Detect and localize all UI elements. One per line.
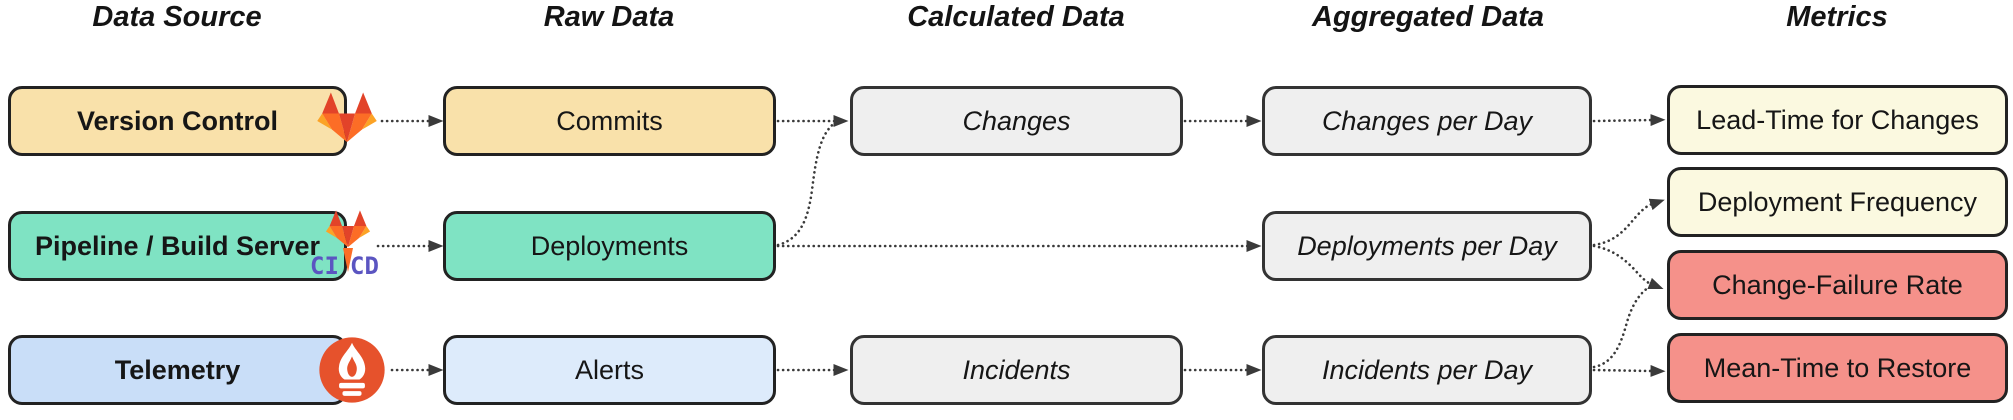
column-header-aggregated-data: Aggregated Data — [1311, 1, 1545, 33]
edge-deployments-per-day-change-failure-rate — [1592, 244, 1664, 290]
node-pipeline-build-server: Pipeline / Build Server — [8, 211, 347, 281]
node-lead-time-for-changes: Lead-Time for Changes — [1667, 85, 2008, 155]
node-changes: Changes — [850, 86, 1183, 156]
node-incidents: Incidents — [850, 335, 1183, 405]
node-commits: Commits — [443, 86, 776, 156]
column-header-metrics: Metrics — [1786, 1, 1888, 33]
node-version-control: Version Control — [8, 86, 347, 156]
node-deployments: Deployments — [443, 211, 776, 281]
edge-deployments-per-day-deployment-frequency — [1592, 198, 1665, 247]
node-incidents-per-day: Incidents per Day — [1262, 335, 1592, 405]
node-deployments-per-day: Deployments per Day — [1262, 211, 1592, 281]
edge-deployments-changes — [776, 120, 838, 247]
node-alerts: Alerts — [443, 335, 776, 405]
node-changes-per-day: Changes per Day — [1262, 86, 1592, 156]
cicd-cd-label: CD — [350, 252, 379, 280]
column-header-calculated-data: Calculated Data — [907, 1, 1125, 33]
edge-changes-per-day-lead-time — [1592, 114, 1666, 127]
node-deployment-frequency: Deployment Frequency — [1667, 167, 2008, 237]
column-header-raw-data: Raw Data — [543, 1, 675, 33]
column-header-data-source: Data Source — [92, 1, 262, 33]
node-mean-time-to-restore: Mean-Time to Restore — [1667, 333, 2008, 403]
edge-incidents-per-day-mean-time-to-restore — [1592, 364, 1666, 377]
edge-incidents-per-day-change-failure-rate — [1592, 284, 1653, 369]
node-change-failure-rate: Change-Failure Rate — [1667, 250, 2008, 320]
node-telemetry: Telemetry — [8, 335, 347, 405]
